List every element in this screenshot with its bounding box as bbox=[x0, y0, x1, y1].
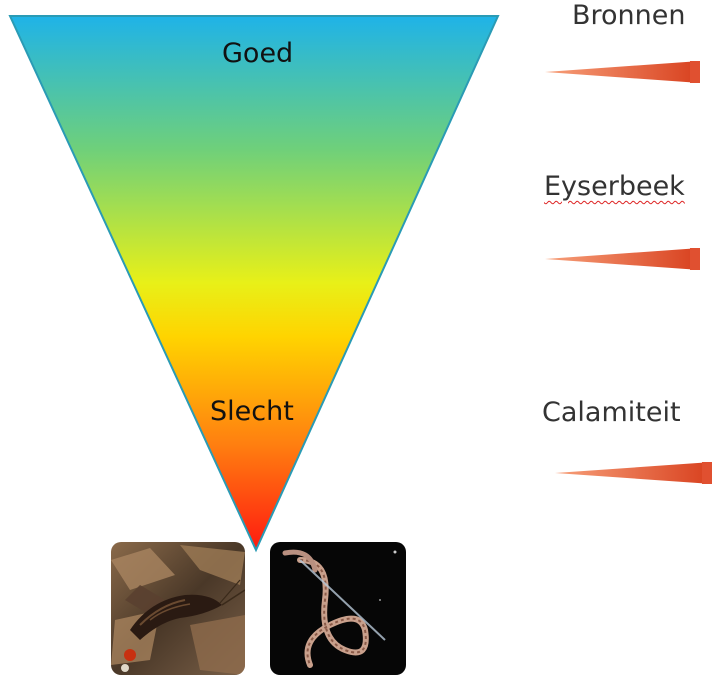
scale-top-label: Goed bbox=[222, 38, 293, 69]
freshwater-shrimp-photo bbox=[111, 542, 245, 675]
source-arrow-eyserbeek bbox=[545, 248, 700, 270]
source-label-bronnen: Bronnen bbox=[572, 0, 686, 31]
source-label-calamiteit: Calamiteit bbox=[542, 397, 681, 428]
sludge-worm-photo bbox=[270, 542, 406, 675]
source-arrow-bronnen bbox=[545, 61, 700, 83]
quality-scale-triangle bbox=[10, 16, 498, 550]
source-arrow-calamiteit bbox=[555, 462, 712, 484]
scale-bottom-label: Slecht bbox=[210, 396, 294, 427]
source-label-eyserbeek: Eyserbeek bbox=[544, 171, 685, 202]
